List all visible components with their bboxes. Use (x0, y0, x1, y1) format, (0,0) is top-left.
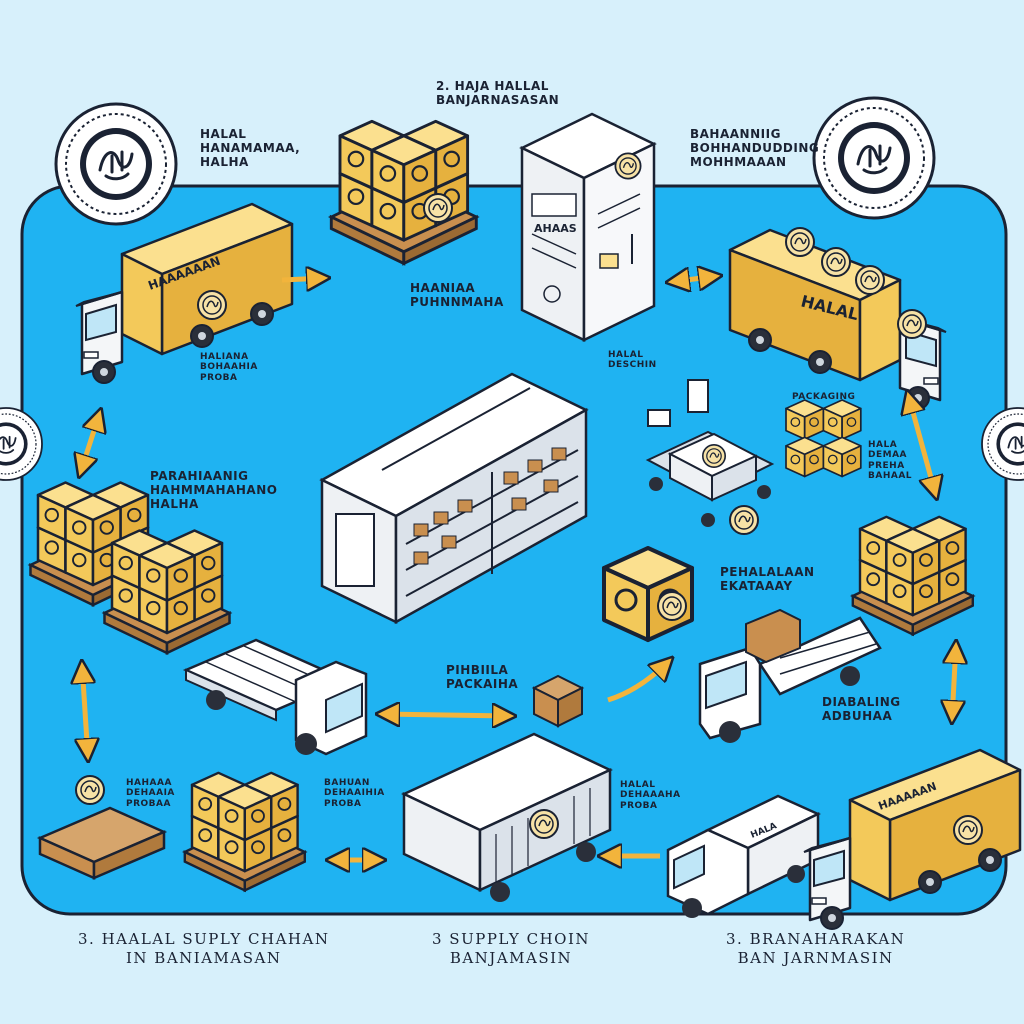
label-line: PUHNNMAHA (410, 294, 504, 309)
caption-line: IN BANIAMASAN (125, 948, 282, 967)
label-packaging-center: PIHBIILA PACKAIHA (446, 663, 519, 692)
label-line: PARAHIAANIG (150, 469, 249, 483)
label-line: HALAL (620, 780, 656, 790)
label-line: HALAL (608, 350, 644, 360)
caption-line: 3. HAALAL SUPLY CHAHAN (78, 930, 330, 948)
caption-line: BANJAMASIN (449, 948, 573, 967)
label-line: BAHAANNIIG (690, 127, 781, 141)
label-line: HAHMMAHAHANO (150, 482, 278, 497)
label-line: HAHAAA (126, 778, 172, 788)
label-line: BAHUAN (324, 778, 370, 788)
caption-line: 3 SUPPLY CHOIN (432, 930, 590, 948)
arrow-icon (670, 276, 718, 282)
label-pallet-top: HAANIAA PUHNNMAHA (410, 281, 504, 310)
arrow-icon (952, 644, 956, 720)
label-line: PEHALALAAN (720, 565, 815, 579)
label-line: DEHAAAHA (620, 790, 681, 801)
pallet-icon-bottom-left (36, 775, 168, 880)
label-line: HALA (868, 440, 898, 450)
arrow-icon (82, 664, 88, 758)
label-left-middle: PARAHIAANIG HAHMMAHAHANO HALHA (150, 469, 278, 511)
van-icon (666, 794, 821, 918)
label-line: HALHA (200, 154, 249, 169)
label-hala-right: HALA DEMAA PREHA BAHAAL (868, 440, 912, 481)
hand-trolley-icon (645, 379, 775, 535)
warehouse-icon (319, 372, 589, 625)
label-line: DIABALING (822, 695, 901, 709)
container-icon (401, 732, 613, 902)
label-line: DESCHIN (608, 360, 657, 371)
flow-arrows (80, 276, 956, 860)
caption-line: BAN JARNMASIN (737, 948, 894, 967)
flatbed-truck-icon-right (698, 608, 882, 743)
label-line: PACKAIHA (446, 676, 519, 691)
label-packaging: PACKAGING (792, 392, 855, 402)
label-bahuan: BAHUAN DEHAAIHIA PROBA (324, 778, 385, 809)
arrow-icon (380, 714, 512, 716)
label-line: BOHAAHIA (200, 362, 258, 373)
arrow-icon (607, 660, 670, 703)
caption-right: 3. BRANAHARAKAN BAN JARNMASIN (726, 930, 905, 968)
label-line: HAANIAA (410, 281, 476, 295)
label-line: PACKAGING (792, 392, 856, 402)
label-halal-design: HALAL DESCHIN (608, 350, 657, 371)
halal-seal-icon-top-left (54, 102, 178, 226)
label-line: EKATAAAY (720, 578, 793, 593)
label-line: BANJARNASASAN (436, 92, 560, 107)
label-line: BAHAAL (868, 471, 913, 482)
flatbed-truck-icon-left (182, 638, 368, 756)
label-top-center: 2. HAJA HALLAL BANJARNASASAN (436, 79, 560, 108)
label-halal-bottom: HALAL DEHAAAHA PROBA (620, 780, 681, 811)
crate-icon (531, 674, 585, 728)
label-line: DEHAAIA (126, 788, 175, 799)
label-line: MOHHMAAAN (690, 154, 787, 169)
label-line: HALAL (200, 127, 247, 141)
label-line: HANAMAMAA, (200, 140, 301, 155)
label-line: PROBA (620, 800, 658, 811)
label-line: HALHA (150, 496, 199, 511)
label-line: PREHA (868, 460, 905, 471)
label-line: ADBUHAA (822, 708, 893, 723)
label-line: PIHBIILA (446, 663, 509, 677)
label-line: HALIANA (200, 352, 249, 362)
label-diabaling: DIABALING ADBUHAA (822, 695, 901, 724)
label-top-left-seal: HALAL HANAMAMAA, HALHA (200, 127, 301, 169)
label-top-right: BAHAANNIIG BOHHANDUDDING MOHHMAAAN (690, 127, 820, 169)
doc-text: AHAAS (534, 222, 577, 235)
caption-line: 3. BRANAHARAKAN (726, 930, 906, 948)
label-line: DEHAAIHIA (324, 788, 385, 799)
arrow-icon (80, 412, 100, 474)
label-bottom-left: HAHAAA DEHAAIA PROBAA (126, 778, 175, 809)
label-line: DEMAA (868, 450, 908, 461)
label-line: PROBA (324, 798, 362, 809)
caption-center: 3 SUPPLY CHOIN BANJAMASIN (432, 930, 590, 968)
caption-left: 3. HAALAL SUPLY CHAHAN IN BANIAMASAN (78, 930, 329, 968)
arrow-icon (281, 278, 326, 280)
label-line: PROBA (200, 372, 238, 383)
document-icon (519, 112, 657, 342)
arrow-icon (908, 394, 936, 496)
label-line: PROBAA (126, 798, 171, 809)
label-line: 2. HAJA HALLAL (436, 79, 549, 93)
label-line: BOHHANDUDDING (690, 140, 820, 155)
halal-seal-icon-top-right (812, 96, 936, 220)
label-truck-tl: HALIANA BOHAAHIA PROBA (200, 352, 258, 383)
label-pembelajaran: PEHALALAAN EKATAAAY (720, 565, 815, 594)
